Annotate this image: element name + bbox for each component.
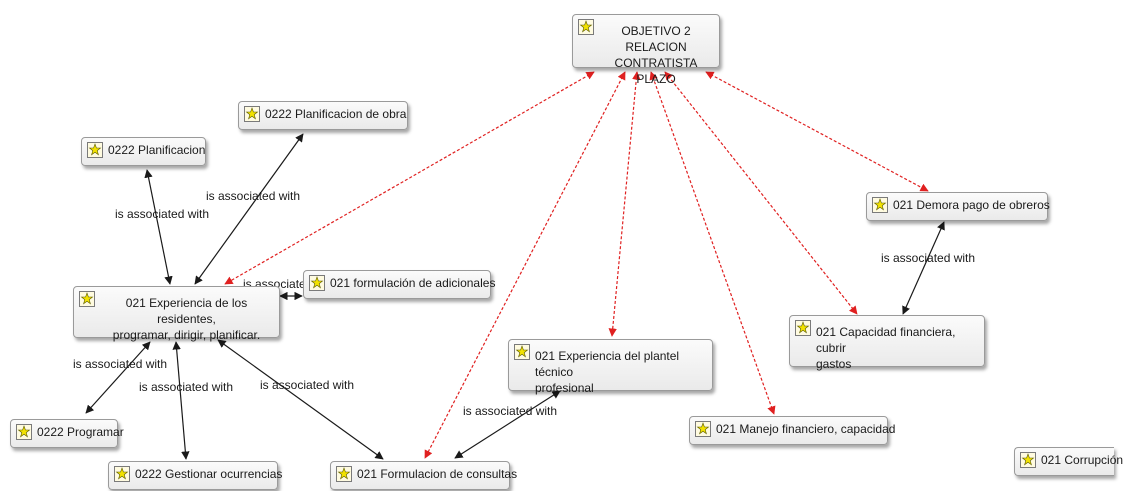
node-objetivo[interactable]: OBJETIVO 2 RELACION CONTRATISTA PLAZO: [572, 14, 720, 86]
edge-label: is associated with: [115, 207, 210, 221]
code-node-icon: [244, 106, 260, 122]
node-formulacion-consultas[interactable]: 021 Formulacion de consultas: [330, 461, 518, 490]
link-experiencia-plantel-formulacion-consultas: [454, 390, 561, 459]
edge-label: is associated with: [881, 251, 976, 265]
node-planif-obra[interactable]: 0222 Planificacion de obra: [238, 101, 408, 130]
node-demora-pago[interactable]: 021 Demora pago de obreros: [866, 192, 1050, 221]
code-node-icon: [16, 424, 32, 440]
edge-label: is associated with: [206, 189, 301, 203]
link-demora-pago-capacidad-financiera: [902, 221, 945, 315]
node-label: 021 Experiencia de los residentes, progr…: [112, 296, 261, 342]
node-capacidad-financiera[interactable]: 021 Capacidad financiera, cubrir gastos: [789, 315, 985, 371]
node-label: 021 Experiencia del plantel técnico prof…: [535, 349, 680, 395]
node-label: OBJETIVO 2 RELACION CONTRATISTA PLAZO: [614, 24, 698, 86]
code-node-icon: [695, 421, 711, 437]
link-experiencia-residentes-formulacion-consultas: [217, 339, 384, 460]
node-experiencia-residentes[interactable]: 021 Experiencia de los residentes, progr…: [73, 286, 280, 342]
node-label: 021 Demora pago de obreros: [893, 198, 1050, 212]
link-objetivo-demora-pago: [705, 71, 929, 192]
code-node-icon: [79, 291, 95, 307]
edge-label: is associated with: [260, 378, 355, 392]
link-planif-obra-experiencia-residentes: [194, 133, 304, 285]
node-formulacion-adicionales[interactable]: 021 formulación de adicionales: [303, 270, 496, 299]
code-node-icon: [872, 197, 888, 213]
link-objetivo-experiencia-plantel: [608, 71, 641, 337]
node-programar[interactable]: 0222 Programar: [10, 419, 124, 448]
node-experiencia-plantel[interactable]: 021 Experiencia del plantel técnico prof…: [508, 339, 713, 395]
node-label: 0222 Gestionar ocurrencias: [135, 467, 283, 481]
edge-label: is associated with: [139, 380, 234, 394]
node-label: 0222 Planificacion de obra: [265, 107, 407, 121]
link-objetivo-capacidad-financiera: [664, 71, 858, 315]
node-label: 0222 Programar: [37, 425, 124, 439]
link-experiencia-residentes-gestionar: [172, 341, 190, 460]
code-node-icon: [1020, 452, 1036, 468]
link-planificacion-experiencia-residentes: [144, 169, 173, 285]
edge-label: is associated with: [73, 357, 168, 371]
link-objetivo-formulacion-consultas: [424, 71, 626, 459]
code-node-icon: [514, 344, 530, 360]
node-label: 0222 Planificacion: [108, 143, 206, 157]
code-node-icon: [578, 19, 594, 35]
code-node-icon: [114, 466, 130, 482]
link-experiencia-residentes-programar: [85, 341, 151, 414]
node-manejo-financiero[interactable]: 021 Manejo financiero, capacidad: [689, 416, 896, 445]
node-label: 021 Capacidad financiera, cubrir gastos: [816, 325, 956, 371]
node-label: 021 Corrupción: [1041, 453, 1123, 467]
code-node-icon: [309, 275, 325, 291]
node-label: 021 Formulacion de consultas: [357, 467, 518, 481]
node-gestionar[interactable]: 0222 Gestionar ocurrencias: [108, 461, 283, 490]
node-label: 021 formulación de adicionales: [330, 276, 496, 290]
code-node-icon: [336, 466, 352, 482]
edge-label: is associated with: [463, 404, 558, 418]
code-node-icon: [87, 142, 103, 158]
node-label: 021 Manejo financiero, capacidad: [716, 422, 896, 436]
code-node-icon: [795, 320, 811, 336]
node-planificacion[interactable]: 0222 Planificacion: [81, 137, 206, 166]
node-corrupcion[interactable]: 021 Corrupción: [1014, 447, 1123, 476]
